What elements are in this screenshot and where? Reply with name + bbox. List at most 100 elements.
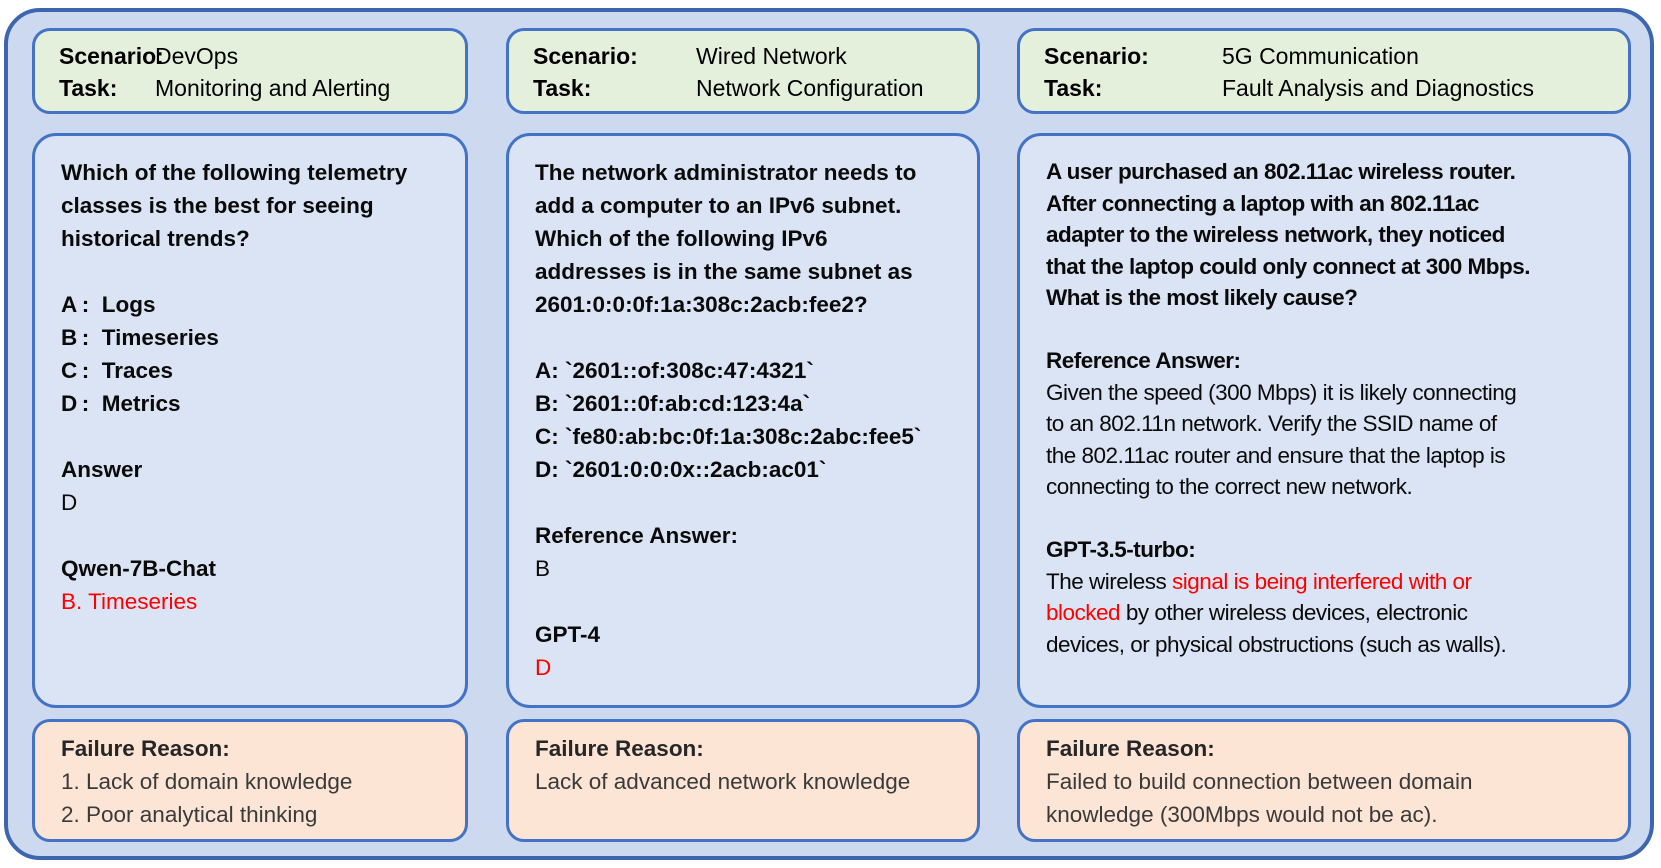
text-line: the 802.11ac router and ensure that the … — [1046, 440, 1604, 472]
question-answer-box: A user purchased an 802.11ac wireless ro… — [1017, 133, 1631, 708]
text-line: 2. Poor analytical thinking — [61, 798, 441, 831]
text-run: Reference Answer: — [1046, 348, 1241, 373]
text-run: B : Timeseries — [61, 325, 219, 350]
text-run: GPT-4 — [535, 622, 601, 647]
text-line: A: `2601::of:308c:47:4321` — [535, 354, 953, 387]
text-run: add a computer to an IPv6 subnet. — [535, 193, 902, 218]
text-line: B. Timeseries — [61, 585, 441, 618]
question-answer-box: The network administrator needs to add a … — [506, 133, 980, 708]
text-run: Lack of advanced network knowledge — [535, 769, 911, 794]
failure-reason-body: Lack of advanced network knowledge — [535, 765, 953, 798]
text-run: GPT-3.5-turbo: — [1046, 537, 1196, 562]
text-run: C: `fe80:ab:bc:0f:1a:308c:2abc:fee5` — [535, 424, 922, 449]
text-run: historical trends? — [61, 226, 250, 251]
text-line: Lack of advanced network knowledge — [535, 765, 953, 798]
task-value: Monitoring and Alerting — [155, 75, 391, 101]
task-label: Task: — [533, 75, 592, 101]
text-line: The network administrator needs to — [535, 156, 953, 189]
text-run: Which of the following IPv6 — [535, 226, 828, 251]
text-line: GPT-4 — [535, 618, 953, 651]
scenario-label: Scenario: — [1044, 43, 1149, 69]
text-run: devices, or physical obstructions (such … — [1046, 631, 1507, 657]
wrong-answer-highlight: signal is being interfered with or — [1172, 568, 1472, 594]
scenario-task-box: Scenario: DevOps Task: Monitoring and Al… — [32, 28, 468, 114]
failure-reason-box: Failure Reason: Lack of advanced network… — [506, 719, 980, 842]
text-line: that the laptop could only connect at 30… — [1046, 251, 1604, 283]
text-run: D: `2601:0:0:0x::2acb:ac01` — [535, 457, 827, 482]
text-line: D — [61, 486, 441, 519]
text-run: A: `2601::of:308c:47:4321` — [535, 358, 814, 383]
text-line: classes is the best for seeing — [61, 189, 441, 222]
text-run: What is the most likely cause? — [1046, 285, 1358, 310]
scenario-row: Scenario: DevOps — [59, 40, 465, 72]
text-run: connecting to the correct new network. — [1046, 474, 1413, 499]
text-line: C: `fe80:ab:bc:0f:1a:308c:2abc:fee5` — [535, 420, 953, 453]
failure-reason-title: Failure Reason: — [61, 736, 230, 761]
column-5g-communication: Scenario: 5G Communication Task: Fault A… — [1017, 12, 1631, 856]
scenario-value: 5G Communication — [1222, 43, 1419, 69]
text-run: D — [61, 490, 78, 515]
text-line: D: `2601:0:0:0x::2acb:ac01` — [535, 453, 953, 486]
text-run: adapter to the wireless network, they no… — [1046, 222, 1505, 247]
text-run: D : Metrics — [61, 391, 181, 416]
text-line — [1046, 503, 1604, 535]
scenario-row: Scenario: Wired Network — [533, 40, 977, 72]
text-line — [1046, 314, 1604, 346]
text-line: What is the most likely cause? — [1046, 282, 1604, 314]
text-line: connecting to the correct new network. — [1046, 471, 1604, 503]
text-line — [535, 486, 953, 519]
scenario-task-box: Scenario: Wired Network Task: Network Co… — [506, 28, 980, 114]
task-row: Task: Network Configuration — [533, 72, 977, 104]
text-line: D — [535, 651, 953, 684]
text-line: B: `2601::0f:ab:cd:123:4a` — [535, 387, 953, 420]
text-line: 1. Lack of domain knowledge — [61, 765, 441, 798]
text-line: knowledge (300Mbps would not be ac). — [1046, 798, 1604, 831]
text-run: C : Traces — [61, 358, 174, 383]
text-run: knowledge (300Mbps would not be ac). — [1046, 802, 1438, 827]
text-line: addresses is in the same subnet as — [535, 255, 953, 288]
text-run: The wireless — [1046, 568, 1173, 594]
text-run: the 802.11ac router and ensure that the … — [1046, 442, 1506, 468]
text-line: add a computer to an IPv6 subnet. — [535, 189, 953, 222]
task-value: Network Configuration — [696, 75, 924, 101]
text-line: Reference Answer: — [1046, 345, 1604, 377]
wrong-answer-highlight: B. Timeseries — [61, 589, 198, 614]
text-line: Qwen-7B-Chat — [61, 552, 441, 585]
wrong-answer-highlight: D — [535, 655, 552, 680]
failure-reason-box: Failure Reason: 1. Lack of domain knowle… — [32, 719, 468, 842]
text-run: classes is the best for seeing — [61, 193, 374, 218]
text-run: B — [535, 556, 551, 581]
outer-container: Scenario: DevOps Task: Monitoring and Al… — [4, 8, 1654, 860]
task-row: Task: Monitoring and Alerting — [59, 72, 465, 104]
text-line: 2601:0:0:0f:1a:308c:2acb:fee2? — [535, 288, 953, 321]
text-line: B : Timeseries — [61, 321, 441, 354]
text-line: Which of the following IPv6 — [535, 222, 953, 255]
task-label: Task: — [1044, 75, 1103, 101]
failure-reason-title: Failure Reason: — [535, 736, 704, 761]
scenario-label: Scenario: — [59, 43, 164, 69]
text-line — [61, 420, 441, 453]
text-line — [61, 519, 441, 552]
failure-reason-title: Failure Reason: — [1046, 736, 1215, 761]
text-run: Qwen-7B-Chat — [61, 556, 217, 581]
scenario-value: DevOps — [155, 43, 239, 69]
text-line: B — [535, 552, 953, 585]
text-line: D : Metrics — [61, 387, 441, 420]
scenario-value: Wired Network — [696, 43, 847, 69]
text-line — [61, 255, 441, 288]
failure-reason-box: Failure Reason: Failed to build connecti… — [1017, 719, 1631, 842]
text-run: 2. Poor analytical thinking — [61, 802, 318, 827]
scenario-task-box: Scenario: 5G Communication Task: Fault A… — [1017, 28, 1631, 114]
text-run: to an 802.11n network. Verify the SSID n… — [1046, 411, 1497, 436]
text-line: blocked by other wireless devices, elect… — [1046, 597, 1604, 629]
task-value: Fault Analysis and Diagnostics — [1222, 75, 1534, 101]
text-line: to an 802.11n network. Verify the SSID n… — [1046, 408, 1604, 440]
column-devops: Scenario: DevOps Task: Monitoring and Al… — [32, 12, 468, 856]
task-row: Task: Fault Analysis and Diagnostics — [1044, 72, 1628, 104]
text-line: A user purchased an 802.11ac wireless ro… — [1046, 156, 1604, 188]
text-run: Failed to build connection between domai… — [1046, 769, 1473, 794]
text-line: A : Logs — [61, 288, 441, 321]
text-line: Failed to build connection between domai… — [1046, 765, 1604, 798]
